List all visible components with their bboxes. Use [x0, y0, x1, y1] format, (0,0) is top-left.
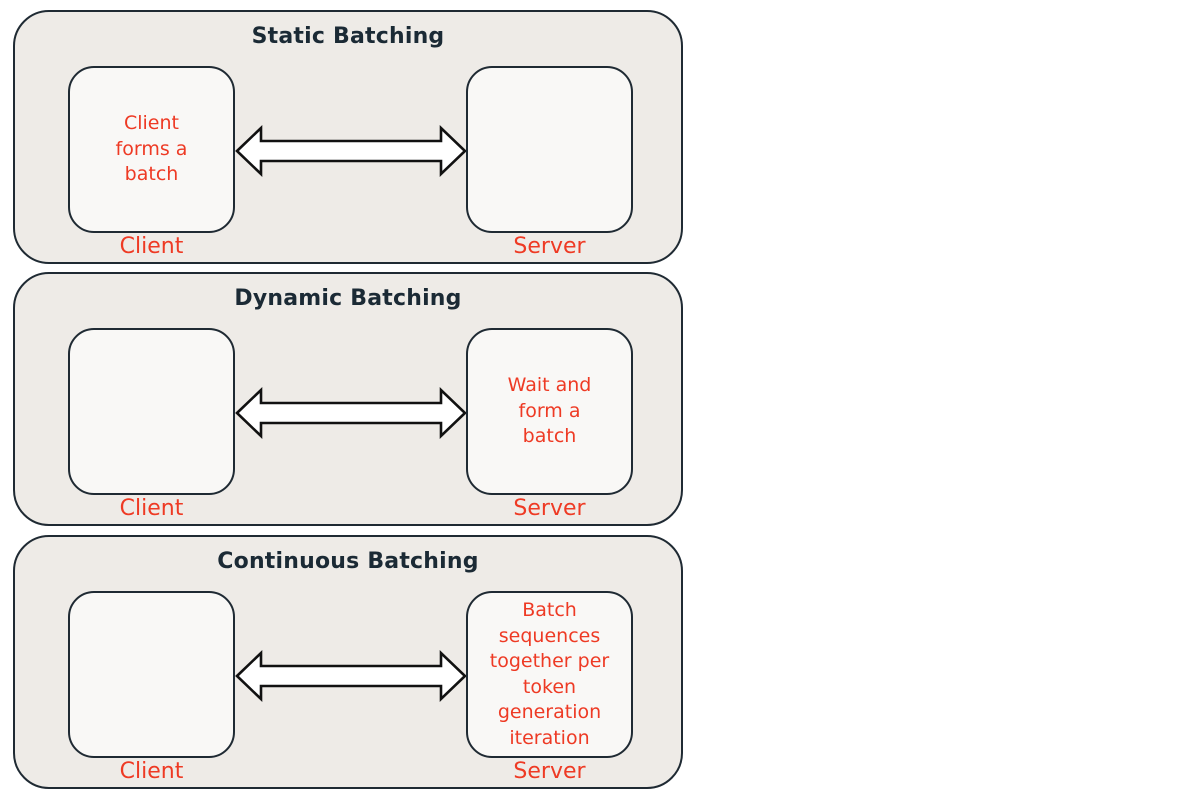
dynamic-batching-panel: Dynamic Batching Wait and form a batch C…: [13, 272, 683, 526]
client-label: Client: [119, 496, 184, 521]
panel-title: Continuous Batching: [217, 549, 479, 574]
client-box-text: Client forms a batch: [115, 112, 188, 186]
client-label: Client: [119, 759, 184, 784]
double-headed-arrow-icon: [235, 124, 467, 178]
server-box: [466, 66, 633, 233]
panel-title: Dynamic Batching: [234, 286, 462, 311]
client-box: Client forms a batch: [68, 66, 235, 233]
client-label: Client: [119, 234, 184, 259]
server-box-text: Batch sequences together per token gener…: [489, 599, 610, 749]
client-box: [68, 591, 235, 758]
server-box-text: Wait and form a batch: [507, 374, 592, 448]
server-box: Wait and form a batch: [466, 328, 633, 495]
panel-title: Static Batching: [251, 24, 445, 49]
double-headed-arrow-icon: [235, 386, 467, 440]
double-headed-arrow-icon: [235, 649, 467, 703]
server-box: Batch sequences together per token gener…: [466, 591, 633, 758]
client-box: [68, 328, 235, 495]
static-batching-panel: Static Batching Client forms a batch Cli…: [13, 10, 683, 264]
server-label: Server: [513, 496, 586, 521]
server-label: Server: [513, 759, 586, 784]
continuous-batching-panel: Continuous Batching Batch sequences toge…: [13, 535, 683, 789]
server-label: Server: [513, 234, 586, 259]
